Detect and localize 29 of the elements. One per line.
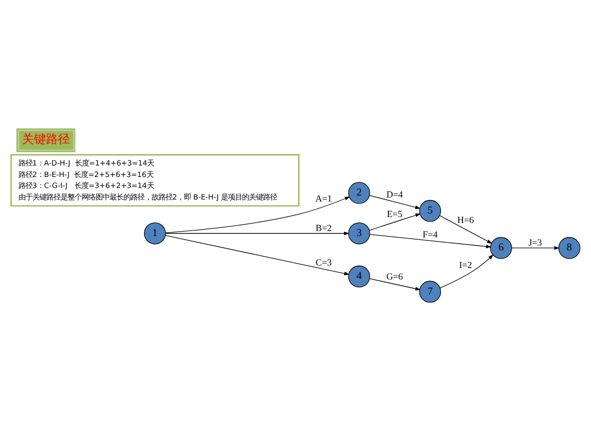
node-circle: 7: [419, 280, 442, 302]
edge-label: J=3: [528, 238, 542, 248]
node-circle: 4: [348, 265, 370, 287]
arrow: [369, 278, 421, 290]
node-circle: 2: [348, 182, 370, 204]
edge-label: D=4: [386, 190, 403, 200]
edge-label: I=2: [459, 260, 472, 271]
edge-label: E=5: [386, 209, 402, 220]
arrow: [165, 234, 350, 275]
edge-label: A=1: [315, 194, 332, 204]
arrow: [369, 213, 421, 230]
diagram-title: 关键路径: [22, 132, 70, 146]
node-circle: 3: [348, 222, 370, 244]
node-circle: 1: [144, 222, 166, 244]
arrow: [512, 246, 560, 250]
arrow: [370, 234, 492, 248]
arrow: [440, 214, 492, 244]
edge-label: C=3: [316, 258, 332, 268]
edge-label: F=4: [422, 230, 438, 240]
edge-label: B=2: [316, 223, 332, 234]
arrow: [165, 231, 350, 235]
arrow: [440, 254, 494, 288]
arrow: [165, 196, 350, 233]
node-circle: 5: [419, 199, 442, 222]
arrow: [369, 194, 421, 209]
edge-label: H=6: [457, 215, 474, 226]
node-circle: 8: [558, 236, 580, 258]
node-circle: 6: [490, 236, 512, 258]
edge-label: G=6: [386, 272, 403, 282]
